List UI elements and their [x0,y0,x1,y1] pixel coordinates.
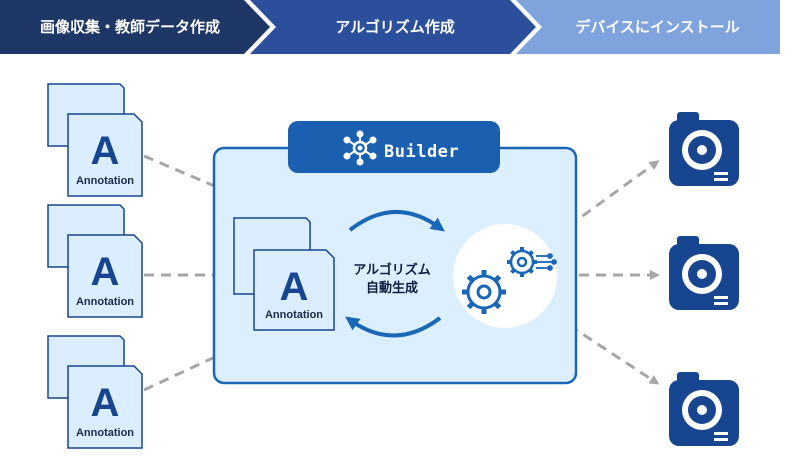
camera-device-icon [669,372,739,446]
doc-caption: Annotation [76,427,134,439]
network-node-icon [343,130,377,166]
doc-caption: Annotation [76,296,134,308]
step-chevron-2 [250,0,536,54]
doc-letter: A [91,129,120,173]
doc-letter: A [91,250,120,294]
doc-caption: Annotation [76,175,134,187]
device-bottom [669,372,739,446]
source-doc-bottom: A Annotation [47,335,143,449]
step-label-2: アルゴリズム作成 [335,18,455,36]
builder-tab [288,121,500,173]
step-label-3: デバイスにインストール [575,18,740,36]
device-middle [669,236,739,310]
camera-device-icon [669,112,739,186]
source-doc-middle: A Annotation [47,204,143,318]
step-chevron-1 [0,0,270,54]
generation-label-line2: 自動生成 [365,281,418,296]
process-header [0,0,780,54]
annotation-document-icon: A Annotation [47,83,143,197]
camera-device-icon [669,236,739,310]
cycle-arrows-icon [345,210,445,338]
source-doc-top: A Annotation [47,83,143,197]
step-chevron-3 [516,0,780,54]
builder-annotation-doc: A Annotation [233,217,335,331]
doc-letter: A [280,265,309,309]
device-top [669,112,739,186]
generation-label: アルゴリズム 自動生成 [344,262,440,298]
builder-title: Builder [384,142,460,162]
generation-label-line1: アルゴリズム [353,263,431,278]
annotation-document-icon: A Annotation [47,335,143,449]
step-label-1: 画像収集・教師データ作成 [39,18,220,36]
annotation-document-icon: A Annotation [233,217,335,331]
doc-caption: Annotation [265,309,323,321]
gears-icon [453,224,557,328]
doc-letter: A [91,381,120,425]
annotation-document-icon: A Annotation [47,204,143,318]
